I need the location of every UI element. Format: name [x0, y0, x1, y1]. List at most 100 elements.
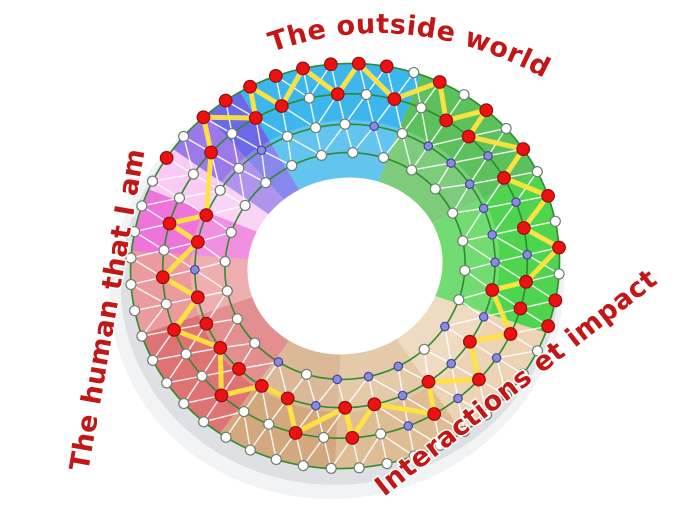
node-white [220, 431, 232, 443]
node-red [379, 59, 394, 74]
node-white [214, 184, 226, 196]
node-white [147, 354, 159, 366]
node-white [396, 127, 408, 140]
node-purple [446, 158, 456, 168]
node-white [226, 128, 238, 140]
node-red [541, 319, 556, 333]
node-white [300, 368, 313, 380]
yellow-path [160, 61, 562, 441]
node-white [160, 298, 172, 310]
node-white [136, 200, 148, 212]
node-white [457, 235, 469, 247]
node-red [351, 56, 366, 71]
node-white [281, 130, 294, 143]
node-red [338, 400, 352, 415]
sector-green-bright [345, 171, 560, 333]
node-purple [491, 353, 502, 363]
node-white [360, 88, 372, 101]
node-red [421, 374, 436, 389]
node-white [325, 462, 337, 474]
node-purple [464, 179, 475, 189]
node-red [513, 301, 528, 316]
node-red [196, 110, 211, 125]
node-white [458, 89, 470, 101]
node-red [552, 240, 566, 255]
node-red [519, 274, 533, 289]
node-red [232, 361, 246, 376]
node-red [155, 270, 170, 285]
node-red [432, 75, 447, 89]
torus [109, 56, 566, 499]
node-red [199, 316, 214, 331]
node-purple [397, 390, 408, 401]
node-red [214, 388, 229, 403]
node-white [406, 164, 418, 176]
node-purple [190, 264, 200, 275]
node-purple [490, 257, 500, 268]
node-red [439, 113, 454, 128]
sector-sky [240, 63, 421, 266]
node-red [190, 290, 205, 305]
node-red [218, 93, 233, 108]
node-white [129, 305, 141, 317]
node-purple [273, 357, 284, 367]
node-white [244, 444, 256, 456]
node-white [458, 425, 470, 438]
node-red [541, 188, 555, 203]
node-white [129, 226, 141, 238]
node-white [187, 168, 199, 180]
hole [247, 177, 443, 355]
node-purple [423, 141, 434, 151]
node-purple [369, 121, 379, 132]
node-purple [511, 197, 521, 207]
node-red [503, 327, 518, 341]
node-red [204, 145, 218, 160]
node-white [286, 159, 298, 172]
node-white [500, 389, 512, 402]
node-white [136, 330, 148, 342]
node-white [459, 264, 471, 277]
node-red [323, 57, 338, 72]
node-purple [453, 393, 463, 404]
node-red [387, 92, 402, 106]
node-white [447, 207, 459, 219]
node-white [310, 122, 322, 134]
node-red [367, 397, 382, 412]
node-white [549, 215, 561, 227]
node-red [548, 293, 563, 308]
node-white [303, 92, 315, 104]
node-white [517, 368, 529, 380]
node-purple [256, 145, 267, 156]
node-white [221, 285, 233, 297]
node-red [516, 221, 531, 235]
node-white [347, 147, 359, 159]
node-red [159, 151, 174, 165]
node-white [315, 149, 328, 161]
node-white [260, 177, 272, 189]
node-purple [487, 229, 498, 240]
node-white [353, 462, 365, 474]
node-white [434, 439, 446, 451]
node-red [462, 334, 477, 349]
node-purple [478, 312, 489, 322]
node-red [516, 142, 531, 156]
node-purple [446, 358, 457, 369]
node-red [485, 283, 500, 297]
node-white [178, 130, 190, 143]
node-white [146, 175, 159, 187]
node-white [318, 431, 330, 444]
node-purple [363, 371, 374, 382]
node-white [480, 409, 493, 421]
node-white [158, 244, 170, 256]
nodes [125, 56, 566, 474]
node-red [427, 407, 442, 421]
node-red [248, 111, 263, 125]
node-white [339, 118, 351, 130]
node-white [418, 343, 430, 355]
node-white [429, 183, 441, 195]
node-purple [522, 249, 532, 260]
node-white [270, 453, 282, 466]
node-red [190, 235, 205, 249]
node-white [531, 345, 544, 357]
